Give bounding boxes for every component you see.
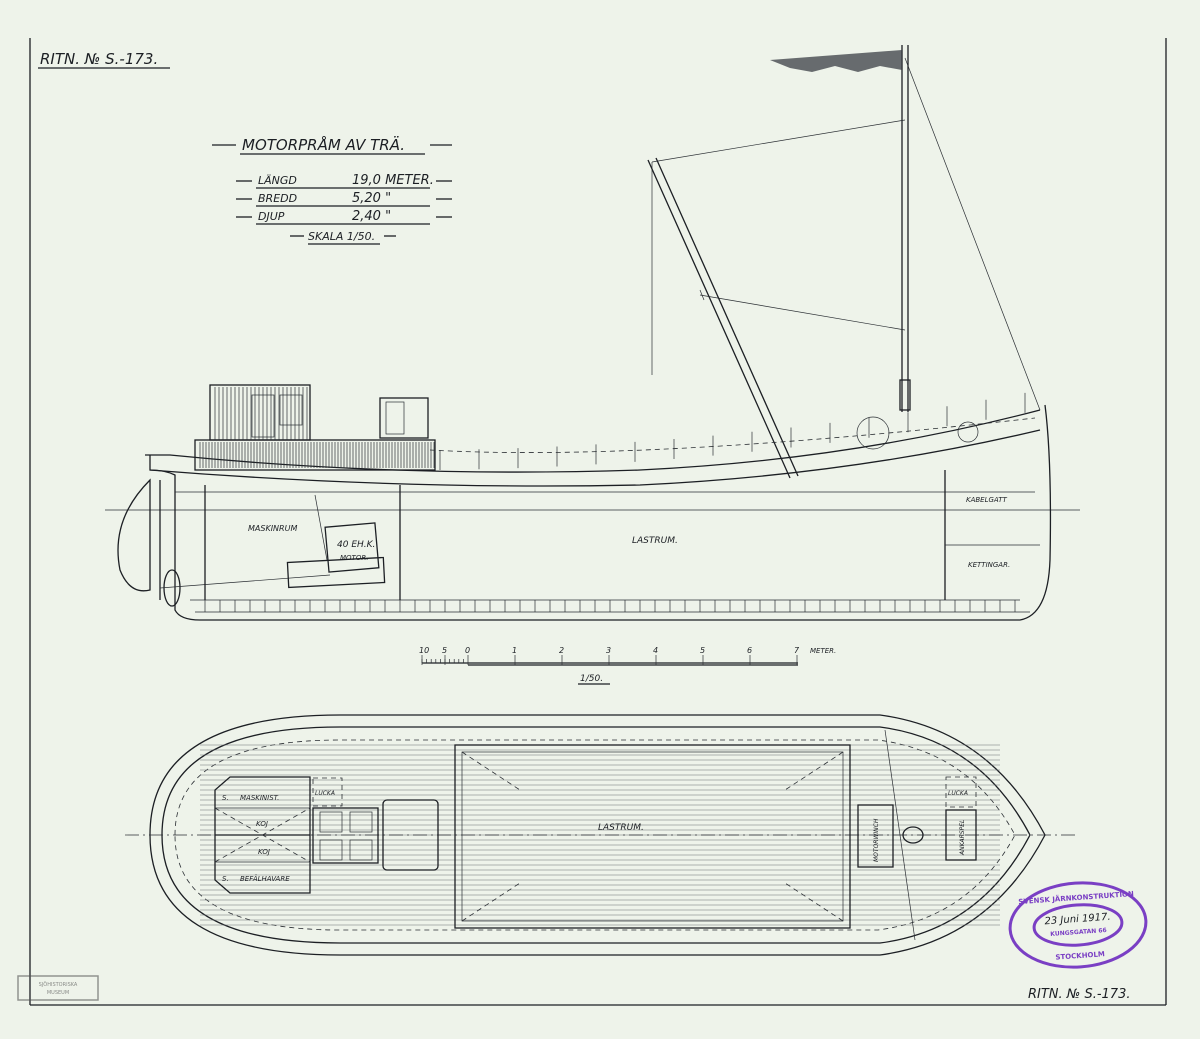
svg-text:SJÖHISTORISKA: SJÖHISTORISKA [39,981,78,988]
plan-view [125,714,1075,956]
label-motor-winch: MOTORWINCH [873,818,880,862]
label-berth-2: KOJ [258,848,270,856]
label-cabin-master: BEFÄLHAVARE [240,874,290,883]
pennant-flag [770,50,902,72]
scale-tick-label: 5 [442,646,447,655]
label-cabin-engineer: MASKINIST. [240,794,279,802]
drawing-number-bottom: RITN. № S.-173. [1028,987,1130,1002]
breadth-label: BREDD [258,192,297,205]
label-plan-hold: LASTRUM. [598,823,644,833]
company-stamp: SVENSK JÄRNKONSTRUKTION 23 Juni 1917. KU… [1008,881,1148,969]
label-engine-room: MASKINRUM [248,524,297,533]
scale-unit: METER. [810,647,836,655]
scale-tick-label: 3 [606,646,611,655]
stamp-city: STOCKHOLM [1055,950,1105,961]
drawing-frame [29,38,1167,1006]
label-s1: S. [222,794,229,802]
label-s2: S. [222,875,229,883]
depth-label: DJUP [258,210,285,223]
label-hold: LASTRUM. [632,536,678,546]
breadth-value: 5,20 " [352,191,391,206]
label-berth-1: KOJ [256,820,268,828]
archive-stamp: SJÖHISTORISKA MUSEUM [17,975,99,1001]
scale-tick-label: 1 [512,646,517,655]
stamp-date: 23 Juni 1917. [1044,912,1111,928]
stamp-company: SVENSK JÄRNKONSTRUKTION [1018,889,1134,906]
length-label: LÄNGD [258,174,297,187]
scale-tick-label: 6 [747,646,752,655]
length-value: 19,0 METER. [352,173,434,188]
title-block: MOTORPRÅM AV TRÄ. LÄNGD 19,0 METER. BRED… [212,135,452,245]
depth-value: 2,40 " [352,209,391,224]
scale-ratio: 1/50. [580,674,603,684]
scale-tick-label: 0 [465,646,470,655]
title: MOTORPRÅM AV TRÄ. [242,135,405,154]
label-cable-locker: KABELGATT [966,496,1007,504]
svg-text:MUSEUM: MUSEUM [47,990,69,996]
scale-tick-label: 5 [700,646,705,655]
label-chains: KETTINGAR. [968,561,1010,569]
label-engine-power: 40 EH.K. [337,540,375,550]
side-elevation [105,45,1080,621]
drawing-number: RITN. № S.-173. [40,50,158,68]
scale-tick-label: 7 [794,646,800,655]
label-hatch-fwd: LUCKA [948,790,968,797]
scale-tick-label: 10 [419,646,429,655]
stamp-address: KUNGSGATAN 66 [1050,927,1107,938]
label-hatch-aft: LUCKA [315,790,335,797]
label-windlass: ANKARSPEL [959,820,966,856]
scale-tick-label: 4 [653,646,658,655]
label-engine: MOTOR. [340,554,368,562]
scale-label: SKALA 1/50. [308,230,375,243]
scale-tick-label: 2 [559,646,564,655]
scale-bar: 10 5 0 1 2 3 4 5 6 7 [419,646,800,666]
